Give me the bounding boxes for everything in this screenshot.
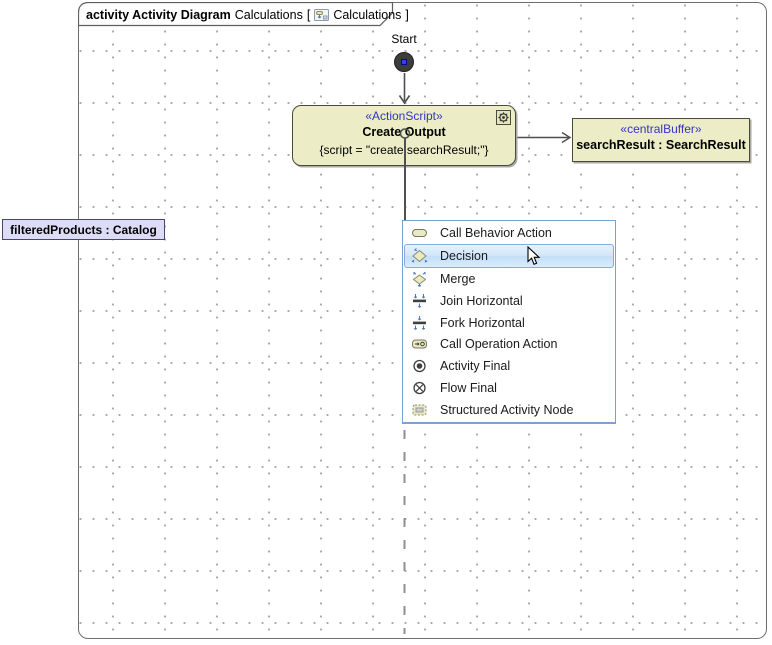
- call-behavior-action-icon: [412, 228, 427, 237]
- join-horizontal-icon: [413, 293, 426, 308]
- menu-item-label: Fork Horizontal: [440, 315, 525, 330]
- menu-item-label: Decision: [440, 248, 488, 263]
- menu-item-label: Flow Final: [440, 381, 497, 396]
- merge-icon: [412, 271, 427, 287]
- menu-item-decision[interactable]: Decision: [404, 243, 614, 268]
- call-operation-action-icon: [412, 339, 427, 349]
- pin-label-text: filteredProducts : Catalog: [10, 222, 157, 237]
- activity-final-icon: [413, 360, 426, 373]
- initial-node[interactable]: [394, 52, 414, 72]
- central-buffer-node[interactable]: «centralBuffer» searchResult : SearchRes…: [572, 118, 750, 162]
- action-node-create-output[interactable]: «ActionScript» Create Output {script = "…: [292, 105, 516, 166]
- action-name: Create Output: [362, 125, 446, 139]
- frame-header-shape: [78, 2, 394, 27]
- menu-item-flow-final[interactable]: Flow Final: [404, 377, 614, 399]
- menu-item-label: Activity Final: [440, 359, 511, 374]
- menu-item-label: Merge: [440, 271, 476, 286]
- activity-diagram-icon: [314, 9, 330, 21]
- action-stereotype: «ActionScript»: [365, 109, 443, 123]
- menu-item-structured-activity-node[interactable]: Structured Activity Node: [404, 399, 614, 421]
- structured-activity-node-icon: [412, 404, 427, 416]
- frame-bracket-close: ]: [405, 8, 409, 22]
- pin-label-filtered-products[interactable]: filteredProducts : Catalog: [2, 219, 165, 240]
- flow-final-icon: [413, 382, 426, 395]
- menu-item-call-operation-action[interactable]: Call Operation Action: [404, 333, 614, 355]
- node-type-context-menu: Call Behavior Action Decision Merge: [402, 220, 616, 424]
- behavior-indicator-icon: [496, 110, 511, 125]
- selection-handle: [401, 59, 407, 65]
- menu-item-label: Join Horizontal: [440, 293, 523, 308]
- menu-item-call-behavior-action[interactable]: Call Behavior Action: [404, 222, 614, 244]
- frame-name-label: Calculations: [234, 8, 303, 22]
- frame-header: activity Activity Diagram Calculations […: [86, 5, 409, 25]
- start-node-label: Start: [391, 32, 417, 46]
- menu-item-join-horizontal[interactable]: Join Horizontal: [404, 290, 614, 312]
- menu-item-label: Call Operation Action: [440, 337, 558, 352]
- frame-kind-label: activity Activity Diagram: [86, 8, 231, 22]
- fork-horizontal-icon: [413, 315, 426, 330]
- menu-item-activity-final[interactable]: Activity Final: [404, 355, 614, 377]
- menu-item-fork-horizontal[interactable]: Fork Horizontal: [404, 312, 614, 334]
- frame-context-label: Calculations: [333, 8, 402, 22]
- menu-item-label: Call Behavior Action: [440, 225, 552, 240]
- decision-icon: [411, 247, 428, 263]
- menu-item-merge[interactable]: Merge: [404, 268, 614, 290]
- action-script-text: {script = "create searchResult;"}: [319, 143, 489, 157]
- frame-bracket-open: [: [306, 8, 311, 22]
- buffer-name: searchResult : SearchResult: [576, 138, 746, 152]
- buffer-stereotype: «centralBuffer»: [620, 122, 702, 136]
- menu-item-label: Structured Activity Node: [440, 403, 574, 418]
